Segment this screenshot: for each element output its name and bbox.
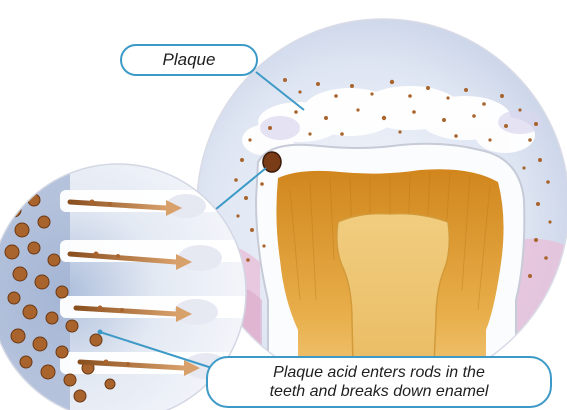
- acid-label-line1: Plaque acid enters rods in the: [273, 363, 485, 382]
- acid-label: Plaque acid enters rods in the teeth and…: [206, 356, 552, 408]
- plaque-label-text: Plaque: [163, 50, 216, 70]
- tooth-magnification-circle: [196, 19, 567, 410]
- plaque-label: Plaque: [120, 44, 258, 76]
- acid-label-line2: teeth and breaks down enamel: [270, 382, 489, 401]
